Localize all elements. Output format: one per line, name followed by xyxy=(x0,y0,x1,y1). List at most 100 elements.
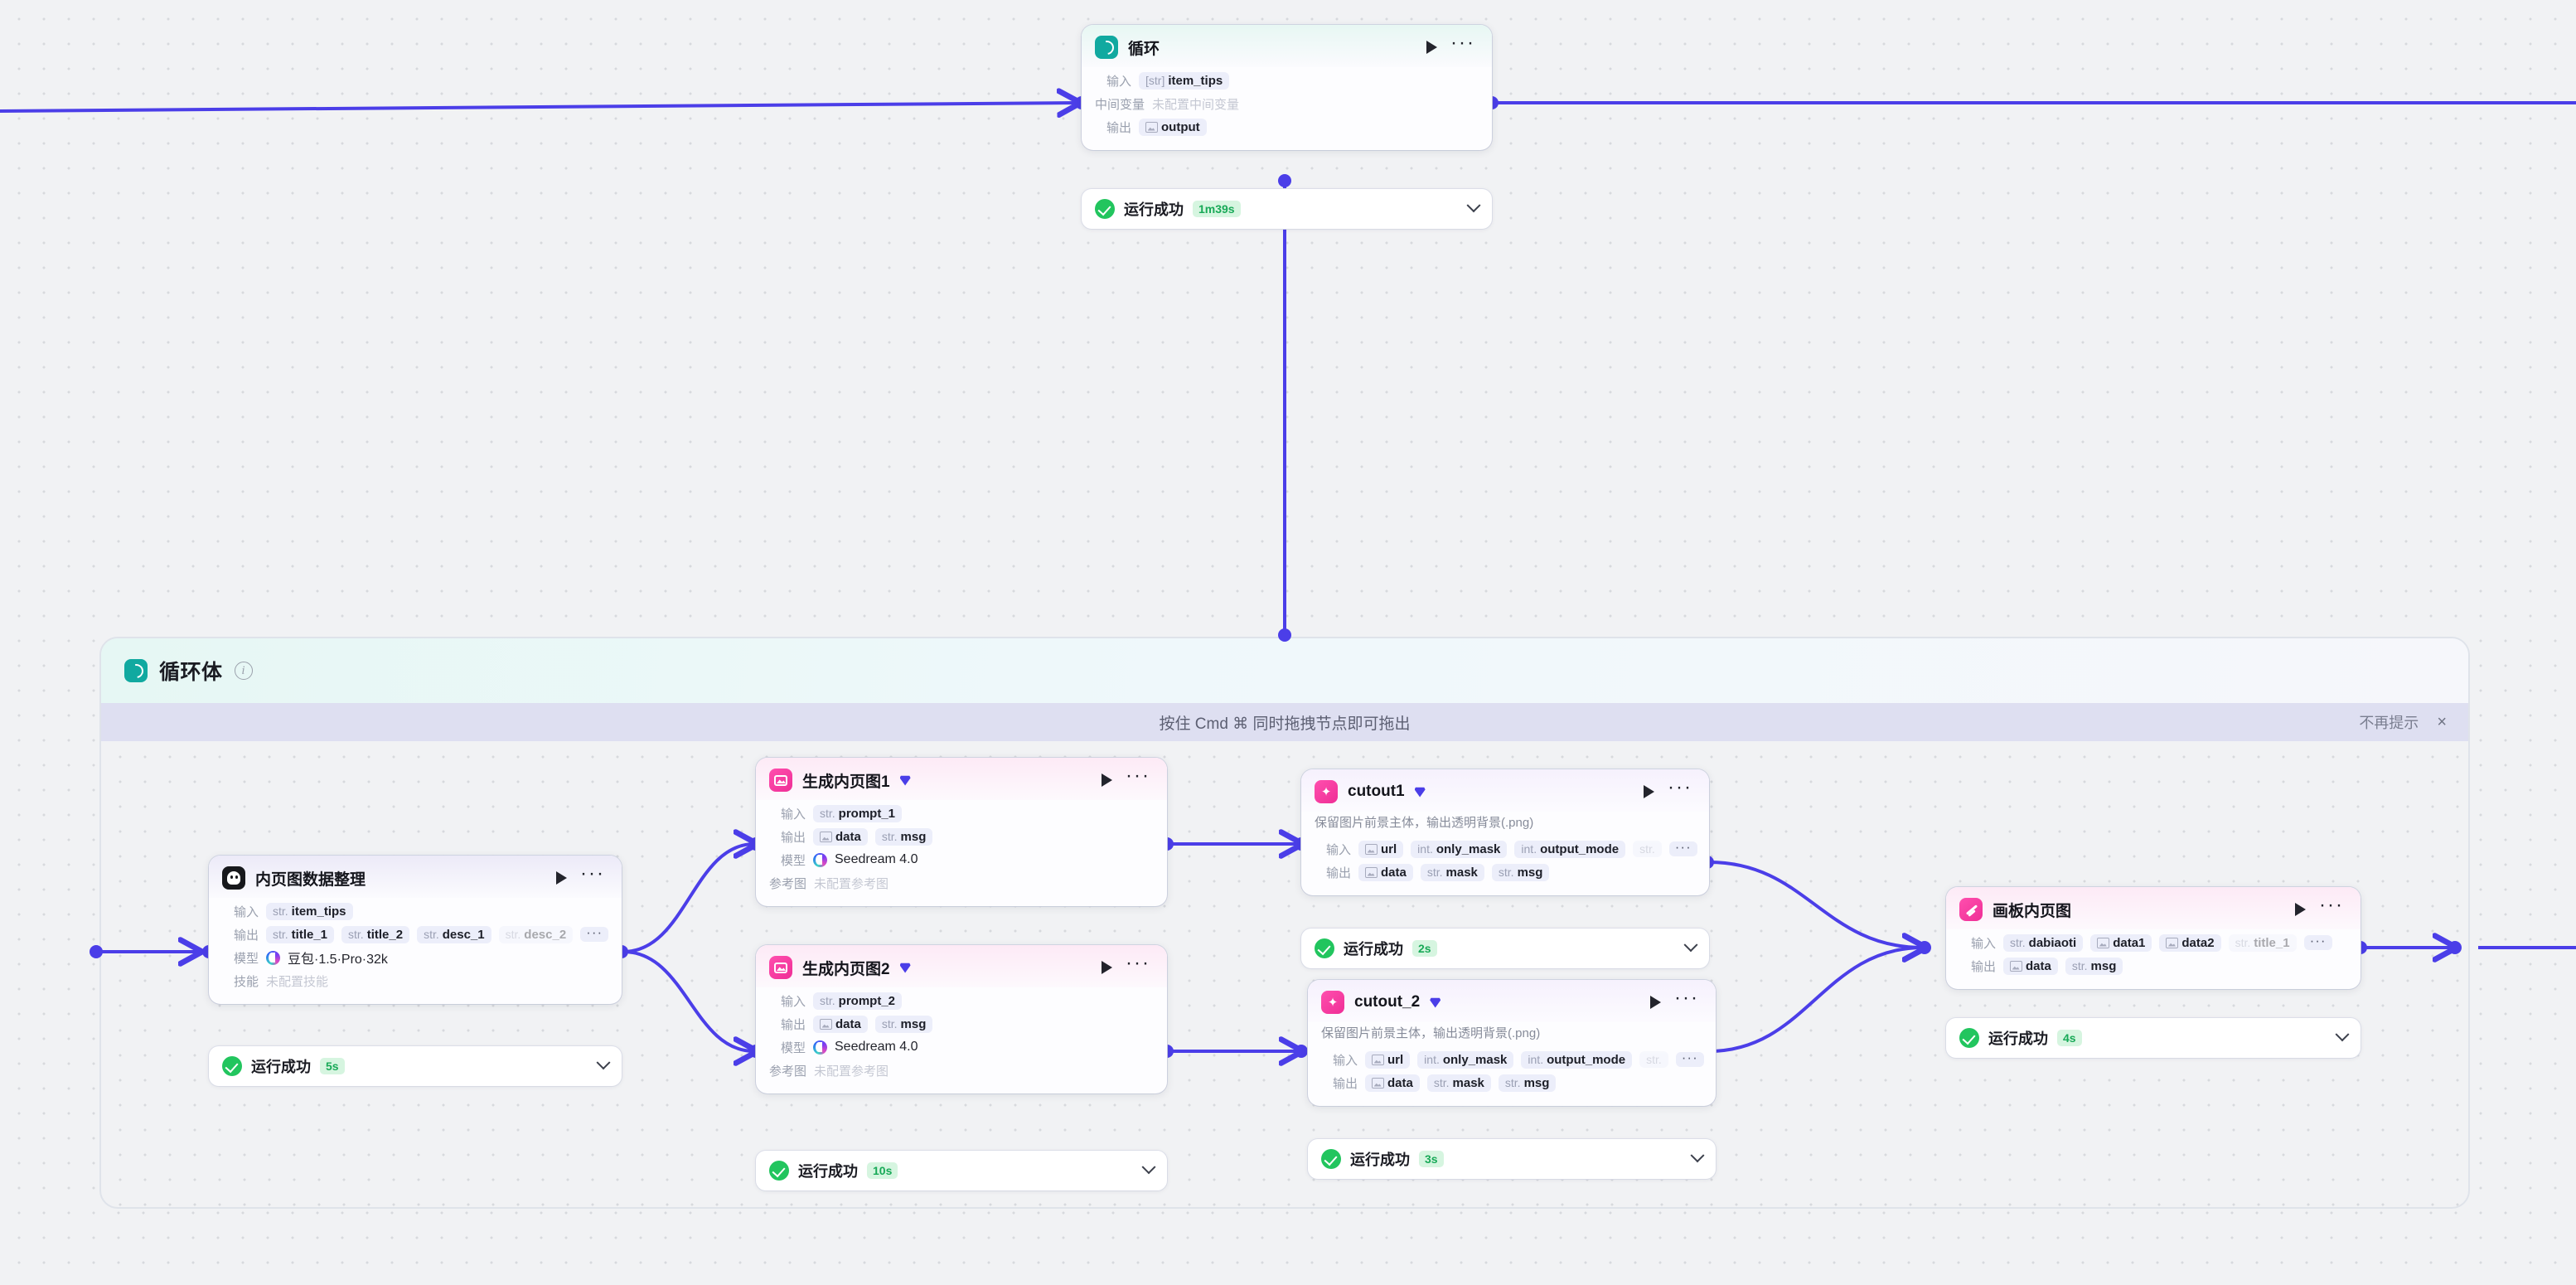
chip-data[interactable]: data xyxy=(1365,1074,1420,1092)
node-menu-button[interactable]: ··· xyxy=(1450,32,1475,54)
chip-data[interactable]: data xyxy=(2003,957,2058,975)
node-data-organize[interactable]: 内页图数据整理 ··· 输入 str.item_tips 输出 str.titl… xyxy=(209,856,622,1004)
chip-output-mode[interactable]: int.output_mode xyxy=(1514,840,1626,858)
chip-name: dabiaoti xyxy=(2028,935,2077,950)
close-icon[interactable]: × xyxy=(2437,712,2447,731)
chip-truncated[interactable]: str. xyxy=(1639,1051,1668,1068)
chip-url[interactable]: url xyxy=(1358,840,1404,858)
chevron-down-icon[interactable] xyxy=(596,1055,611,1070)
chip-msg[interactable]: str.msg xyxy=(874,1015,933,1033)
row-input: 输入 str.item_tips xyxy=(222,900,608,923)
run-button[interactable] xyxy=(1426,41,1438,54)
chip-mask[interactable]: str.mask xyxy=(1426,1074,1491,1092)
chip-dabiaoti[interactable]: str.dabiaoti xyxy=(2003,933,2084,952)
status-text: 运行成功 xyxy=(798,1163,858,1180)
image-gen-icon xyxy=(769,769,792,792)
chip-name: output_mode xyxy=(1547,1052,1626,1067)
status-cutout1[interactable]: 运行成功 2s xyxy=(1301,929,1709,968)
chip-url[interactable]: url xyxy=(1365,1050,1411,1069)
run-button[interactable] xyxy=(1102,773,1113,787)
row-label-input: 输入 xyxy=(1325,842,1351,857)
chip-msg[interactable]: str.msg xyxy=(874,827,933,846)
status-duration: 1m39s xyxy=(1193,201,1241,217)
node-menu-button[interactable]: ··· xyxy=(1674,987,1699,1009)
chevron-down-icon[interactable] xyxy=(1466,198,1481,213)
row-model: 模型 豆包·1.5·Pro·32k xyxy=(222,946,608,969)
info-icon[interactable]: i xyxy=(234,662,253,680)
chip-title-1[interactable]: str.title_1 xyxy=(266,925,335,943)
status-gen-inner-2[interactable]: 运行成功 10s xyxy=(756,1151,1167,1190)
hint-text: 按住 Cmd ⌘ 同时拖拽节点即可拖出 xyxy=(1159,715,1411,733)
middle-var-placeholder: 未配置中间变量 xyxy=(1152,97,1240,112)
node-menu-button[interactable]: ··· xyxy=(580,862,605,885)
node-gen-inner-1[interactable]: 生成内页图1 ··· 输入 str.prompt_1 输出 data str.m… xyxy=(756,758,1167,906)
run-button[interactable] xyxy=(556,871,568,885)
chip-type: str. xyxy=(1498,866,1514,879)
node-header: ✦ cutout1 ··· xyxy=(1301,769,1709,812)
chip-title-2[interactable]: str.title_2 xyxy=(341,925,410,943)
chip-data[interactable]: data xyxy=(1358,863,1413,881)
chip-mask[interactable]: str.mask xyxy=(1420,863,1484,881)
overflow-more-button[interactable]: ··· xyxy=(580,925,609,942)
chip-item-tips[interactable]: str.item_tips xyxy=(266,902,353,920)
chip-data[interactable]: data xyxy=(813,1015,868,1033)
chip-name: prompt_2 xyxy=(838,993,896,1008)
chevron-down-icon[interactable] xyxy=(1141,1160,1156,1175)
chip-prompt-2[interactable]: str.prompt_2 xyxy=(813,992,903,1010)
run-button[interactable] xyxy=(1102,961,1113,974)
status-board-inner[interactable]: 运行成功 4s xyxy=(1946,1018,2361,1058)
chevron-down-icon[interactable] xyxy=(2335,1027,2350,1042)
chevron-down-icon[interactable] xyxy=(1683,938,1698,953)
node-cutout1[interactable]: ✦ cutout1 ··· 保留图片前景主体，输出透明背景(.png) 输入 u… xyxy=(1301,769,1709,895)
status-text: 运行成功 xyxy=(251,1059,311,1075)
chip-name: only_mask xyxy=(1436,841,1501,856)
chip-only-mask[interactable]: int.only_mask xyxy=(1417,1050,1514,1069)
row-label-middle-var: 中间变量 xyxy=(1095,97,1145,112)
chip-type: str. xyxy=(2010,936,2026,949)
row-output: 输出 data str.mask str.msg xyxy=(1315,861,1696,884)
node-menu-button[interactable]: ··· xyxy=(1668,776,1692,798)
node-menu-button[interactable]: ··· xyxy=(1126,764,1150,787)
chip-data1[interactable]: data1 xyxy=(2090,933,2152,952)
chip-msg[interactable]: str.msg xyxy=(1491,863,1550,881)
dismiss-hint-link[interactable]: 不再提示 xyxy=(2359,715,2419,731)
node-gen-inner-2[interactable]: 生成内页图2 ··· 输入 str.prompt_2 输出 data str.m… xyxy=(756,945,1167,1093)
node-board-inner[interactable]: 画板内页图 ··· 输入 str.dabiaoti data1 data2 st… xyxy=(1946,887,2361,989)
chip-name: data xyxy=(2026,958,2051,973)
node-menu-button[interactable]: ··· xyxy=(1126,952,1150,974)
chip-name: item_tips xyxy=(1168,73,1223,88)
chip-output[interactable]: output xyxy=(1139,118,1207,136)
run-button[interactable] xyxy=(2295,903,2307,916)
chip-prompt-1[interactable]: str.prompt_1 xyxy=(813,804,903,822)
chip-title-1[interactable]: str.title_1 xyxy=(2228,933,2297,952)
chip-truncated[interactable]: str. xyxy=(1633,841,1662,857)
chip-msg[interactable]: str.msg xyxy=(1498,1074,1557,1092)
chip-desc-1[interactable]: str.desc_1 xyxy=(417,925,491,943)
chip-data2[interactable]: data2 xyxy=(2159,933,2221,952)
overflow-more-button[interactable]: ··· xyxy=(1675,1050,1704,1067)
node-header: 生成内页图1 ··· xyxy=(756,758,1167,800)
run-button[interactable] xyxy=(1644,785,1655,798)
node-loop[interactable]: 循环 ··· 输入 [str]item_tips 中间变量 未配置中间变量 输出… xyxy=(1082,25,1492,150)
overflow-more-button[interactable]: ··· xyxy=(2303,933,2332,950)
chip-item-tips[interactable]: [str]item_tips xyxy=(1139,71,1230,90)
chip-data[interactable]: data xyxy=(813,827,868,846)
status-data-organize[interactable]: 运行成功 5s xyxy=(209,1046,622,1086)
chip-msg[interactable]: str.msg xyxy=(2065,957,2123,975)
chip-desc-2[interactable]: str.desc_2 xyxy=(498,925,574,943)
row-label-output: 输出 xyxy=(1970,959,1996,974)
row-label-skill: 技能 xyxy=(233,974,259,989)
chevron-down-icon[interactable] xyxy=(1690,1148,1705,1163)
chip-only-mask[interactable]: int.only_mask xyxy=(1411,840,1508,858)
node-cutout-2[interactable]: ✦ cutout_2 ··· 保留图片前景主体，输出透明背景(.png) 输入 … xyxy=(1308,980,1716,1106)
status-cutout-2[interactable]: 运行成功 3s xyxy=(1308,1139,1716,1179)
node-title: 生成内页图1 xyxy=(802,773,890,791)
status-loop[interactable]: 运行成功 1m39s xyxy=(1082,189,1492,229)
run-button[interactable] xyxy=(1650,996,1662,1009)
chip-output-mode[interactable]: int.output_mode xyxy=(1521,1050,1633,1069)
node-menu-button[interactable]: ··· xyxy=(2319,894,2344,916)
chip-name: output_mode xyxy=(1540,841,1620,856)
overflow-more-button[interactable]: ··· xyxy=(1668,840,1697,856)
row-input: 输入 str.dabiaoti data1 data2 str.title_1 … xyxy=(1959,931,2347,954)
